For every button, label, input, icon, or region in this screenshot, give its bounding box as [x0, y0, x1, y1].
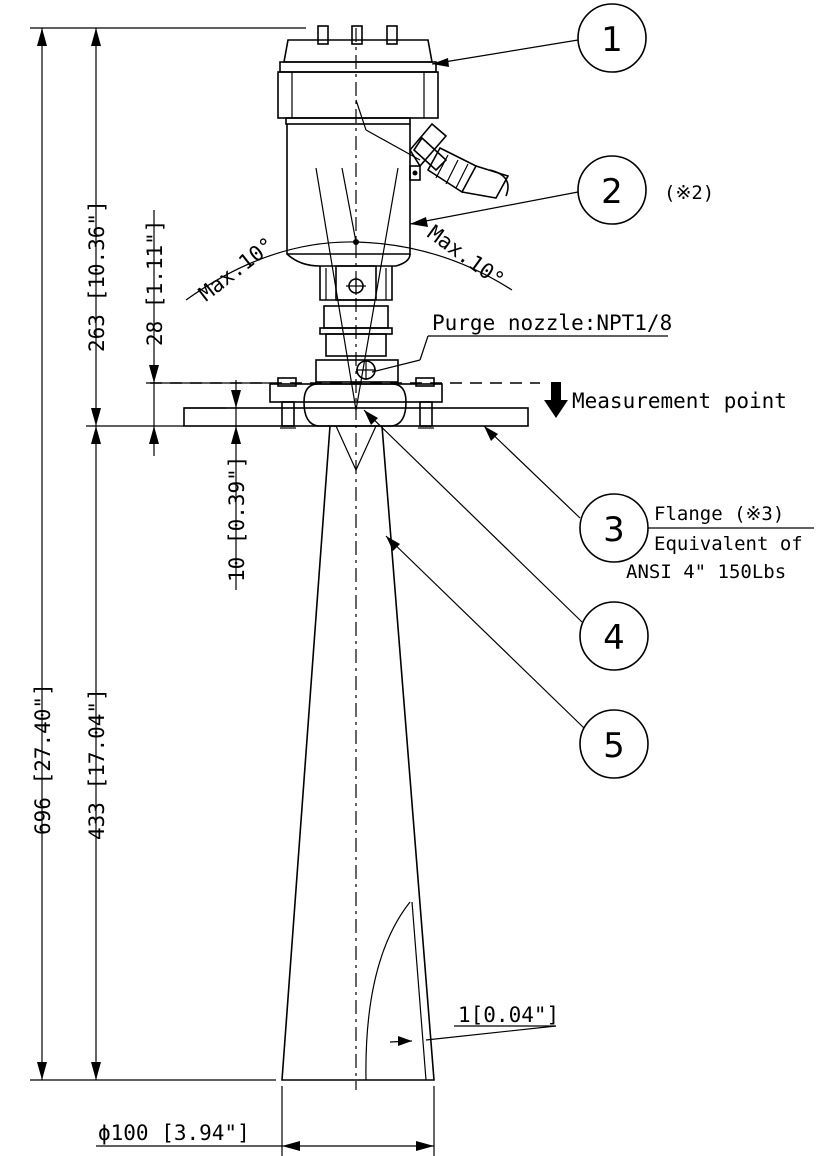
callout-number: 5	[603, 726, 625, 766]
callout-number: 3	[603, 510, 625, 550]
callout-balloon-5: 5	[579, 709, 649, 779]
note-2-label: (※2)	[664, 182, 714, 204]
angle-right-label: Max.10°	[423, 221, 509, 292]
dim-total-height: 696 [27.40"]	[31, 683, 55, 835]
dim-neck-height: 28 [1.11"]	[143, 220, 167, 346]
dim-flange-thickness: 10 [0.39"]	[225, 456, 249, 582]
flange-label-line3: ANSI 4" 150Lbs	[626, 561, 786, 583]
callout-number: 1	[601, 20, 623, 60]
flange	[183, 377, 529, 429]
dim-horn-wall: 1[0.04"]	[458, 1003, 559, 1027]
callout-balloon-4: 4	[579, 601, 649, 671]
cable-gland	[409, 122, 510, 199]
callout-balloon-1: 1	[577, 3, 647, 73]
measurement-point-label: Measurement point	[572, 389, 787, 413]
callout-number: 4	[603, 618, 625, 658]
flange-label-line1: Flange (※3)	[654, 503, 784, 525]
callout-number: 2	[601, 172, 623, 212]
callout-balloon-3: 3	[579, 493, 649, 563]
angle-left-label: Max.10°	[194, 233, 279, 306]
purge-nozzle-callout	[371, 335, 668, 373]
neck	[315, 265, 399, 383]
purge-nozzle-label: Purge nozzle:NPT1/8	[432, 311, 672, 335]
dimension-lines	[30, 27, 557, 1156]
flange-label-line2: Equivalent of	[654, 533, 803, 555]
dim-housing-height: 263 [10.36"]	[85, 200, 109, 352]
dim-horn-diameter: ϕ100 [3.94"]	[98, 1121, 250, 1145]
horn-antenna	[281, 425, 435, 1081]
measurement-arrow-icon	[544, 382, 568, 418]
callout-leaders	[363, 39, 585, 729]
dim-horn-height: 433 [17.04"]	[85, 688, 109, 840]
callout-balloon-2: 2	[577, 155, 647, 225]
